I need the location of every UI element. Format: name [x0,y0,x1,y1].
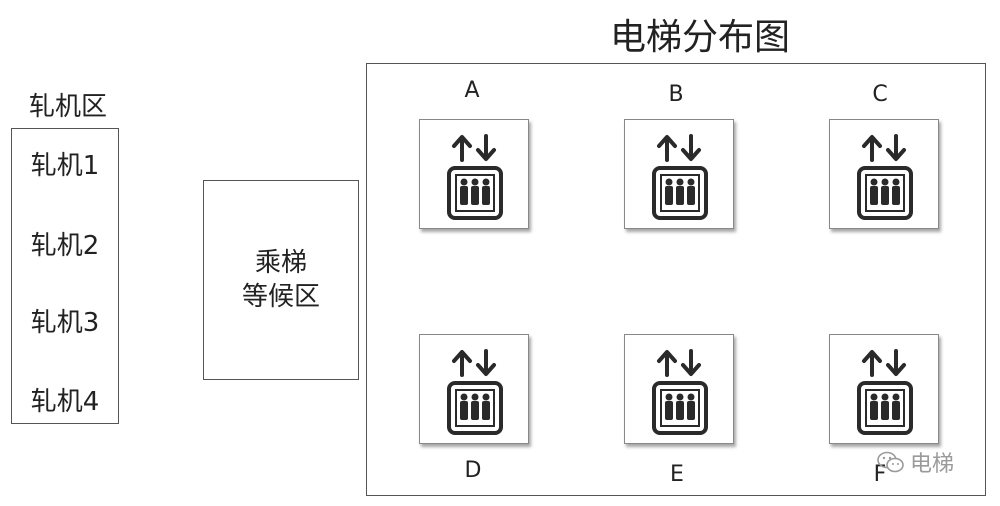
elevator-card-e [624,334,734,444]
waiting-area-line2: 等候区 [241,282,320,312]
elevator-pictogram [652,349,708,435]
elevator-card-d [419,334,529,444]
mill-item-3: 轧机3 [30,308,100,338]
waiting-area-box: 乘梯 等候区 [203,180,359,380]
mill-area-label: 轧机区 [28,92,107,122]
elevator-pictogram [652,134,708,220]
wechat-icon [877,451,904,473]
elevator-label-f: F [873,462,887,487]
elevator-pictogram [447,134,503,220]
watermark-text: 电梯 [910,452,955,477]
elevator-label-a: A [464,78,480,103]
elevator-label-d: D [464,458,482,483]
mill-area-box: 轧机1 轧机2 轧机3 轧机4 [11,128,119,424]
elevator-card-c [829,119,939,229]
elevator-distribution-box: A B C D E F [366,63,986,496]
elevator-card-f [829,334,939,444]
watermark: 电梯 [876,446,954,478]
elevator-pictogram [857,134,913,220]
elevator-label-e: E [670,462,684,487]
elevator-pictogram [447,349,503,435]
diagram-title: 电梯分布图 [609,17,790,58]
elevator-label-c: C [872,82,888,107]
elevator-card-b [624,119,734,229]
mill-item-2: 轧机2 [30,231,100,261]
mill-item-4: 轧机4 [30,387,100,417]
elevator-pictogram [857,349,913,435]
mill-item-1: 轧机1 [30,151,100,181]
elevator-label-b: B [668,82,684,107]
waiting-area-line1: 乘梯 [254,248,307,278]
elevator-card-a [419,119,529,229]
